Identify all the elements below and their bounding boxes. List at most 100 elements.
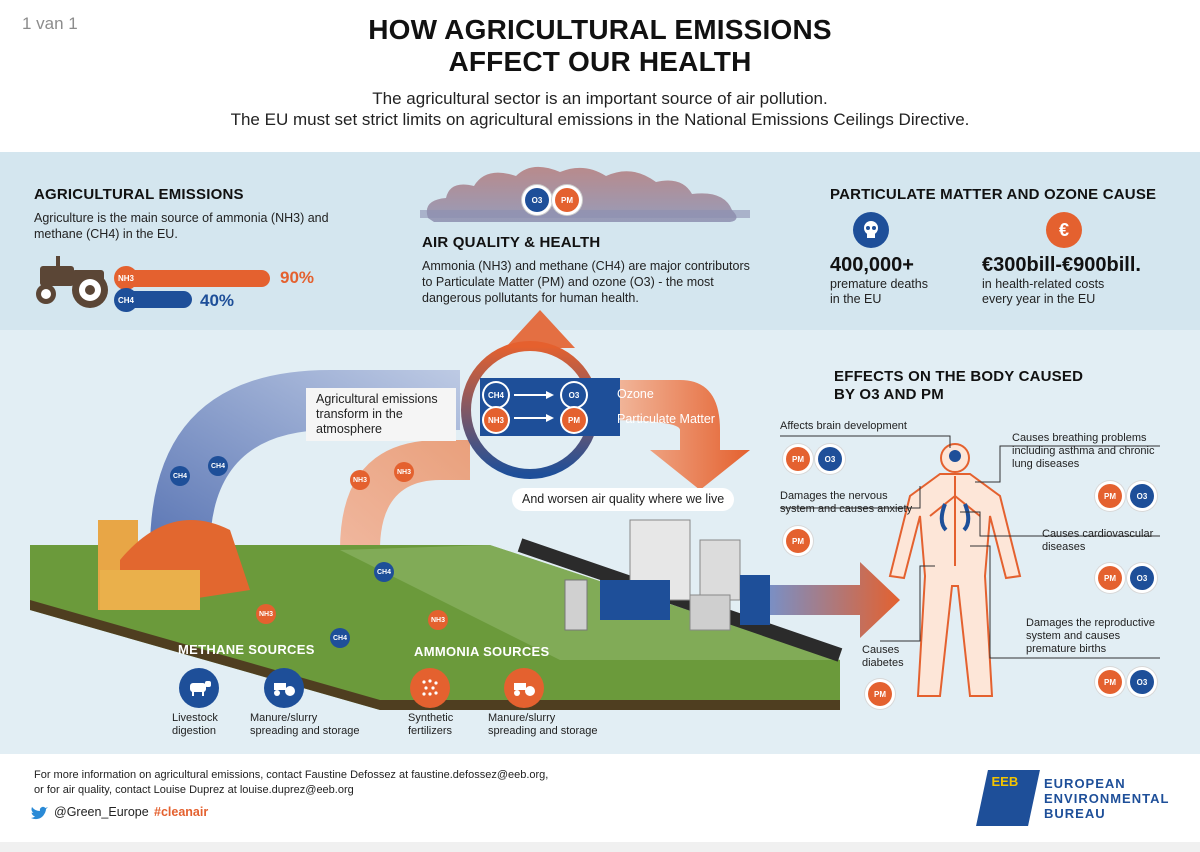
title-line-1: HOW AGRICULTURAL EMISSIONS [368,14,832,45]
ozone-label: Ozone [617,387,654,401]
transform-nh3-badge: NH3 [484,408,508,432]
worsen-air-label: And worsen air quality where we live [512,488,735,511]
transform-line-2: transform in the [316,407,403,421]
effect-line: system and causes anxiety [780,503,913,515]
caption-line: Synthetic [408,712,454,724]
source-caption-fertilizers: Synthetic fertilizers [408,712,453,738]
nh3-bar [124,270,270,287]
effect-brain: Affects brain development [780,420,907,432]
scene-nh3-badge: NH3 [256,604,276,624]
scene-ch4-badge: CH4 [208,456,228,476]
air-quality-line-2: to Particulate Matter (PM) and ozone (O3… [422,275,714,289]
cost-value: €300bill-€900bill. [982,254,1141,276]
effect-line: including asthma and chronic [1012,445,1155,457]
transform-o3-badge: O3 [562,383,586,407]
cardio-pm-badge: PM [1098,566,1122,590]
effect-line: lung diseases [1012,458,1080,470]
twitter-handle[interactable]: @Green_Europe [54,805,149,819]
ch4-badge: CH4 [114,288,138,312]
title-line-2: AFFECT OUR HEALTH [448,46,752,77]
scene-nh3-badge: NH3 [428,610,448,630]
air-quality-heading: AIR QUALITY & HEALTH [422,234,601,251]
caption-line: Manure/slurry [488,712,556,724]
air-quality-text: Ammonia (NH3) and methane (CH4) are majo… [422,258,772,306]
deaths-value: 400,000+ [830,254,914,276]
effect-line: Damages the reproductive [1026,617,1156,629]
eeb-logo-letters: EEB [991,774,1019,789]
cloud-pm-badge: PM [555,188,579,212]
effect-cardio: Causes cardiovascular diseases [1042,528,1153,554]
scene-nh3-badge: NH3 [350,470,370,490]
euro-icon: € [1046,212,1082,248]
caption-line: Livestock [172,712,218,724]
effect-breathing: Causes breathing problems including asth… [1012,432,1154,471]
effect-line: diseases [1042,541,1086,553]
cardio-o3-badge: O3 [1130,566,1154,590]
scene-ch4-badge: CH4 [330,628,350,648]
caption-line: spreading and storage [250,725,360,737]
footer-contact: For more information on agricultural emi… [34,768,548,798]
deaths-line-1: premature deaths [830,277,928,291]
ch4-percentage: 40% [200,291,235,310]
tractor-icon [36,256,108,308]
transform-ch4-badge: CH4 [484,383,508,407]
effect-nervous: Damages the nervous system and causes an… [780,490,912,516]
ammonia-sources-label: AMMONIA SOURCES [414,644,550,659]
subtitle-line-1: The agricultural sector is an important … [372,89,828,108]
diabetes-pm-badge: PM [868,682,892,706]
cost-caption: in health-related costs every year in th… [982,277,1104,307]
air-quality-line-1: Ammonia (NH3) and methane (CH4) are majo… [422,259,750,273]
repro-pm-badge: PM [1098,670,1122,694]
transform-line-1: Agricultural emissions [316,392,438,406]
effects-heading-line-1: EFFECTS ON THE BODY CAUSED [834,368,1084,385]
effect-diabetes: Causes diabetes [862,644,904,670]
caption-line: digestion [172,725,217,737]
scene-nh3-badge: NH3 [394,462,414,482]
repro-o3-badge: O3 [1130,670,1154,694]
effect-line: Damages the nervous [780,490,888,502]
pm-ozone-heading: PARTICULATE MATTER AND OZONE CAUSE [830,186,1157,203]
agri-text-line-2: methane (CH4) in the EU. [34,227,178,241]
brain-pm-badge: PM [786,447,810,471]
deaths-line-2: in the EU [830,292,882,306]
cow-icon [179,668,219,708]
transform-line-3: atmosphere [316,422,383,436]
infographic-title: HOW AGRICULTURAL EMISSIONS AFFECT OUR HE… [0,14,1200,78]
pollution-cloud-icon [420,166,750,222]
source-caption-livestock: Livestock digestion [172,712,218,738]
agri-emissions-heading: AGRICULTURAL EMISSIONS [34,186,244,203]
tractor-icon [504,668,544,708]
agri-text-line-1: Agriculture is the main source of ammoni… [34,211,329,225]
fertilizer-icon [410,668,450,708]
effect-line: Causes breathing problems [1012,432,1147,444]
org-line-3: BUREAU [1044,806,1106,821]
nh3-percentage: 90% [280,268,315,287]
effect-line: Causes cardiovascular [1042,528,1154,540]
nh3-badge: NH3 [114,266,138,290]
agri-emissions-text: Agriculture is the main source of ammoni… [34,210,354,242]
tractor-icon [264,668,304,708]
brain-o3-badge: O3 [818,447,842,471]
org-line-2: ENVIRONMENTAL [1044,791,1170,806]
infographic-subtitle: The agricultural sector is an important … [0,88,1200,130]
scene-ch4-badge: CH4 [170,466,190,486]
pm-label: Particulate Matter [617,412,715,426]
source-caption-manure-methane: Manure/slurry spreading and storage [250,712,359,738]
subtitle-line-2: The EU must set strict limits on agricul… [230,110,970,129]
transform-label: Agricultural emissions transform in the … [306,388,456,441]
skull-icon [853,212,889,248]
transform-arrows-icon [514,391,554,422]
caption-line: Manure/slurry [250,712,318,724]
hashtag[interactable]: #cleanair [154,805,209,819]
effect-line: system and causes [1026,630,1121,642]
caption-line: spreading and storage [488,725,598,737]
breathing-pm-badge: PM [1098,484,1122,508]
cloud-o3-badge: O3 [525,188,549,212]
air-quality-line-3: dangerous pollutants for human health. [422,291,639,305]
cost-line-1: in health-related costs [982,277,1105,291]
ch4-bar [124,291,192,308]
effect-line: premature births [1026,643,1107,655]
body-diagram [780,435,1160,697]
caption-line: fertilizers [408,725,453,737]
effect-line: diabetes [862,657,904,669]
